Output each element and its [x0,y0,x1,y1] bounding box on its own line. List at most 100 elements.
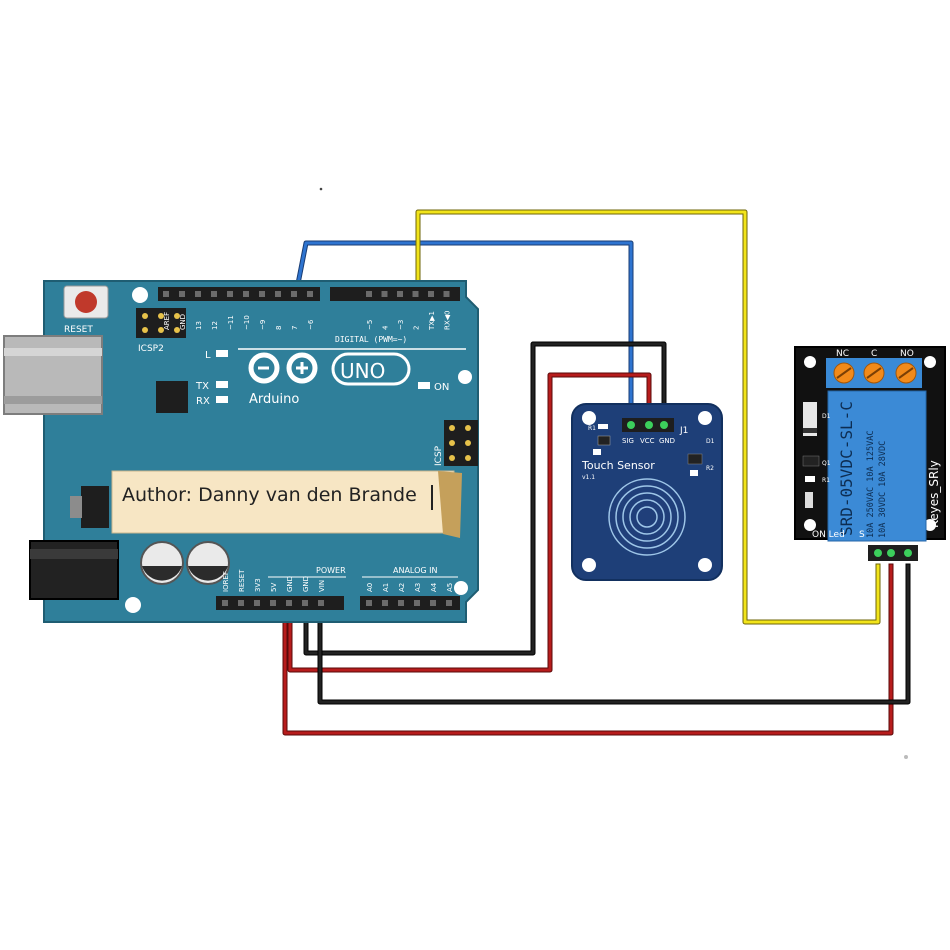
pin-socket [397,291,403,297]
relay-part-d1: D1 [822,413,831,420]
capacitor [186,541,230,585]
author-text: Author: Danny van den Brande [122,484,417,506]
relay-rating-1: 10A 250VAC 10A 125VAC [866,431,876,538]
relay-model: SRD-05VDC-SL-C [837,401,856,536]
pin-label: A4 [430,582,438,592]
pin-label: RX◀0 [444,311,452,331]
mount-hole [132,287,148,303]
wires [282,209,911,736]
pin-label: A0 [366,583,374,592]
reset-label: RESET [64,325,93,335]
relay-diode [803,402,817,436]
capacitor [140,541,184,585]
pin-label: AREF [163,312,171,330]
mount-hole [458,370,472,384]
speck [904,755,908,759]
pin-label: IOREF [222,571,230,592]
analog-pin-sockets [366,600,452,606]
sensor-version: v1.1 [582,474,595,481]
pin-label: 4 [382,325,390,330]
relay-terminal-screw [833,362,855,384]
power-pin-sockets [222,600,324,606]
pin-socket [398,600,404,606]
sensor-code-r2: R2 [706,465,714,472]
pin-socket [430,600,436,606]
voltage-regulator [81,486,109,528]
pin-socket [227,291,233,297]
led-l-label: L [205,350,211,361]
icsp-label: ICSP [434,445,444,466]
pin-socket [163,291,169,297]
relay-terminal-screw [863,362,885,384]
arduino-model: UNO [340,359,385,383]
icsp2-header [136,308,186,338]
pin-label: ~10 [243,315,251,330]
arduino-brand: Arduino [249,392,299,407]
author-note: Author: Danny van den Brande [111,470,462,538]
led-on [418,382,430,389]
pin-socket [238,600,244,606]
pin-socket [428,291,434,297]
mount-hole [454,581,468,595]
pin-label: GND [286,576,294,592]
pin-label: 8 [275,326,283,330]
sensor-label: Touch Sensor [581,459,655,472]
pin-label: ~5 [366,320,374,330]
pin-label: 2 [413,326,421,330]
arduino-uno-board: RESET ICSP2 L TX RX ON UNO Arduino [3,280,479,623]
pin-vcc [645,421,653,429]
relay-rating-2: 10A 30VDC 10A 28VDC [878,441,888,538]
sensor-code-r1: R1 [588,425,596,432]
relay-part-q1: Q1 [822,460,831,467]
pin-label: ~6 [307,319,315,330]
pin-socket [366,291,372,297]
pin-socket [195,291,201,297]
pin-label: ~11 [227,315,235,330]
relay-part-r1: R1 [822,477,830,484]
touch-sensor-module: SIG VCC GND J1 R1 D1 R2 Touch Sensor v1.… [571,403,723,581]
led-on-label: ON [434,382,449,393]
relay-body [827,390,927,542]
pin-socket [270,600,276,606]
pin-socket [446,600,452,606]
sensor-j1: J1 [679,426,688,436]
digital-pin-sockets [163,291,450,297]
led-rx-label: RX [196,396,210,407]
power-header [216,596,344,610]
icsp-header [444,420,478,466]
relay-module: NC C NO SRD-05VDC-SL-C 10A 250VAC 10A 12… [794,346,946,561]
pin-label: 7 [291,326,299,330]
pin-label: GND [302,576,310,592]
pin-label: A2 [398,583,406,592]
pin-socket [254,600,260,606]
pin-socket [307,291,313,297]
relay-pin-signal [874,549,882,557]
relay-pin-gnd [904,549,912,557]
usb-chip [156,381,188,413]
pin-socket [412,291,419,297]
digital-header [158,287,460,301]
sensor-pin-sig: SIG [622,437,634,445]
pin-socket [414,600,420,606]
arduino-logo [248,352,411,386]
relay-pin-vcc [887,549,895,557]
pin-label: ~9 [259,320,267,330]
pin-socket [366,600,372,606]
led-tx-label: TX [195,381,209,392]
relay-no-label: NO [900,349,914,359]
power-label: POWER [316,566,346,575]
led-rx [216,396,228,403]
led-tx [216,381,228,388]
pin-label: 13 [195,321,203,330]
sensor-pin-gnd: GND [659,437,675,445]
pin-gnd [660,421,668,429]
relay-resistor [805,476,815,482]
pin-label: A3 [414,583,422,592]
pin-socket [318,600,324,606]
pin-label: VIN [318,580,326,592]
icsp2-label: ICSP2 [138,344,164,354]
analog-label: ANALOG IN [393,566,438,575]
mount-hole [125,597,141,613]
